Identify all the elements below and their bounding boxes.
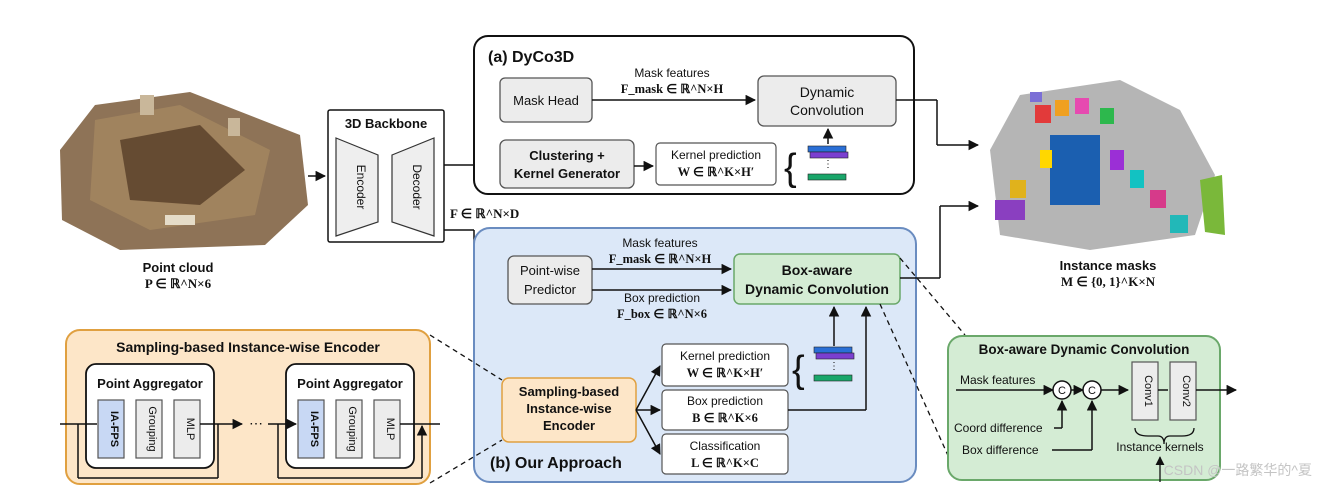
boxconv-title: Box-aware Dynamic Convolution [979, 342, 1190, 357]
iafps-1-label: IA-FPS [108, 411, 120, 447]
classification-box [661, 433, 789, 475]
classification-label: Classification [690, 439, 761, 453]
grouping-1 [135, 399, 163, 459]
sampling-line2: Instance-wise [526, 401, 611, 416]
conv2-block [1169, 361, 1197, 421]
ours-mask-features-label: Mask features [622, 236, 697, 250]
coord-difference-label: Coord difference [954, 421, 1043, 435]
svg-text:⋮: ⋮ [823, 159, 833, 170]
concat-2-label: C [1088, 385, 1096, 397]
svg-text:{: { [784, 147, 797, 189]
ours-kernel-label: Kernel prediction [680, 349, 770, 363]
ours-box-prediction-math: F_box ∈ ℝ^N×6 [617, 307, 707, 321]
dynamic-conv-line2: Convolution [790, 102, 864, 118]
cluster-line1: Clustering + [529, 148, 605, 163]
dyco3d-kernel-stack-icon: ⋮ [807, 145, 849, 181]
boxaware-conv-box [733, 253, 901, 305]
dynamic-conv-box [757, 75, 897, 127]
grouping-2 [335, 399, 363, 459]
ours-mask-features-math: F_mask ∈ ℝ^N×H [609, 252, 712, 266]
boxconv-mask-features: Mask features [960, 373, 1035, 387]
decoder-shape [391, 137, 435, 237]
mlp-1-label: MLP [184, 418, 196, 441]
conv1-label: Conv1 [1142, 375, 1154, 407]
point-cloud-image [60, 92, 308, 250]
encoder-label: Encoder [354, 165, 368, 210]
backbone-title: 3D Backbone [345, 116, 427, 131]
mlp-1 [173, 399, 201, 459]
point-cloud-math: P ∈ ℝ^N×6 [145, 276, 212, 291]
mlp-2-label: MLP [384, 418, 396, 441]
sampling-line1: Sampling-based [519, 384, 619, 399]
instance-masks-image [990, 80, 1225, 250]
svg-text:⋮: ⋮ [829, 361, 839, 372]
pointwise-line2: Predictor [524, 282, 577, 297]
aggregator-2-title: Point Aggregator [297, 376, 403, 391]
boxaware-line2: Dynamic Convolution [745, 281, 889, 297]
cluster-kernel-box [499, 139, 635, 189]
iafps-2-label: IA-FPS [308, 411, 320, 447]
ours-kernel-stack-icon: ⋮ [813, 346, 855, 382]
dyco3d-kernel-math: W ∈ ℝ^K×H′ [678, 165, 755, 179]
aggregator-1-title: Point Aggregator [97, 376, 203, 391]
grouping-2-label: Grouping [346, 406, 358, 451]
svg-text:{: { [792, 349, 805, 391]
mask-head-label: Mask Head [513, 93, 579, 108]
iafps-1 [97, 399, 125, 459]
ours-box-pred-math: B ∈ ℝ^K×6 [692, 411, 758, 425]
dyco3d-mask-features-label: Mask features [634, 66, 709, 80]
ours-box-pred-label: Box prediction [687, 394, 763, 408]
pointwise-line1: Point-wise [520, 263, 580, 278]
watermark: CSDN @一路繁华的^夏 [1164, 462, 1312, 478]
sampler-ellipsis: ⋯ [249, 415, 263, 431]
dyco3d-mask-features-math: F_mask ∈ ℝ^N×H [621, 82, 724, 96]
instance-kernels-label: Instance kernels [1116, 440, 1203, 454]
dyco3d-kernel-box [655, 142, 777, 186]
box-difference-label: Box difference [962, 443, 1039, 457]
classification-math: L ∈ ℝ^K×C [691, 456, 759, 470]
dynamic-conv-line1: Dynamic [800, 84, 854, 100]
point-cloud-label: Point cloud [143, 260, 214, 275]
grouping-1-label: Grouping [146, 406, 158, 451]
iafps-2 [297, 399, 325, 459]
sampler-title: Sampling-based Instance-wise Encoder [116, 339, 380, 355]
dyco3d-kernel-label: Kernel prediction [671, 148, 761, 162]
sampling-line3: Encoder [543, 418, 595, 433]
pointwise-box [507, 255, 593, 305]
dyco3d-title: (a) DyCo3D [488, 49, 574, 66]
cluster-line2: Kernel Generator [514, 166, 620, 181]
boxaware-line1: Box-aware [782, 262, 853, 278]
mlp-2 [373, 399, 401, 459]
feature-math: F ∈ ℝ^N×D [450, 206, 519, 221]
conv1-block [1131, 361, 1159, 421]
ours-kernel-box [661, 343, 789, 387]
encoder-shape [335, 137, 379, 237]
ours-kernel-math: W ∈ ℝ^K×H′ [687, 366, 764, 380]
our-approach-title: (b) Our Approach [490, 455, 622, 472]
instance-masks-math: M ∈ {0, 1}^K×N [1061, 274, 1156, 289]
decoder-label: Decoder [410, 164, 424, 209]
concat-1-label: C [1058, 385, 1066, 397]
instance-masks-label: Instance masks [1060, 258, 1157, 273]
ours-box-prediction-label: Box prediction [624, 291, 700, 305]
conv2-label: Conv2 [1180, 375, 1192, 407]
